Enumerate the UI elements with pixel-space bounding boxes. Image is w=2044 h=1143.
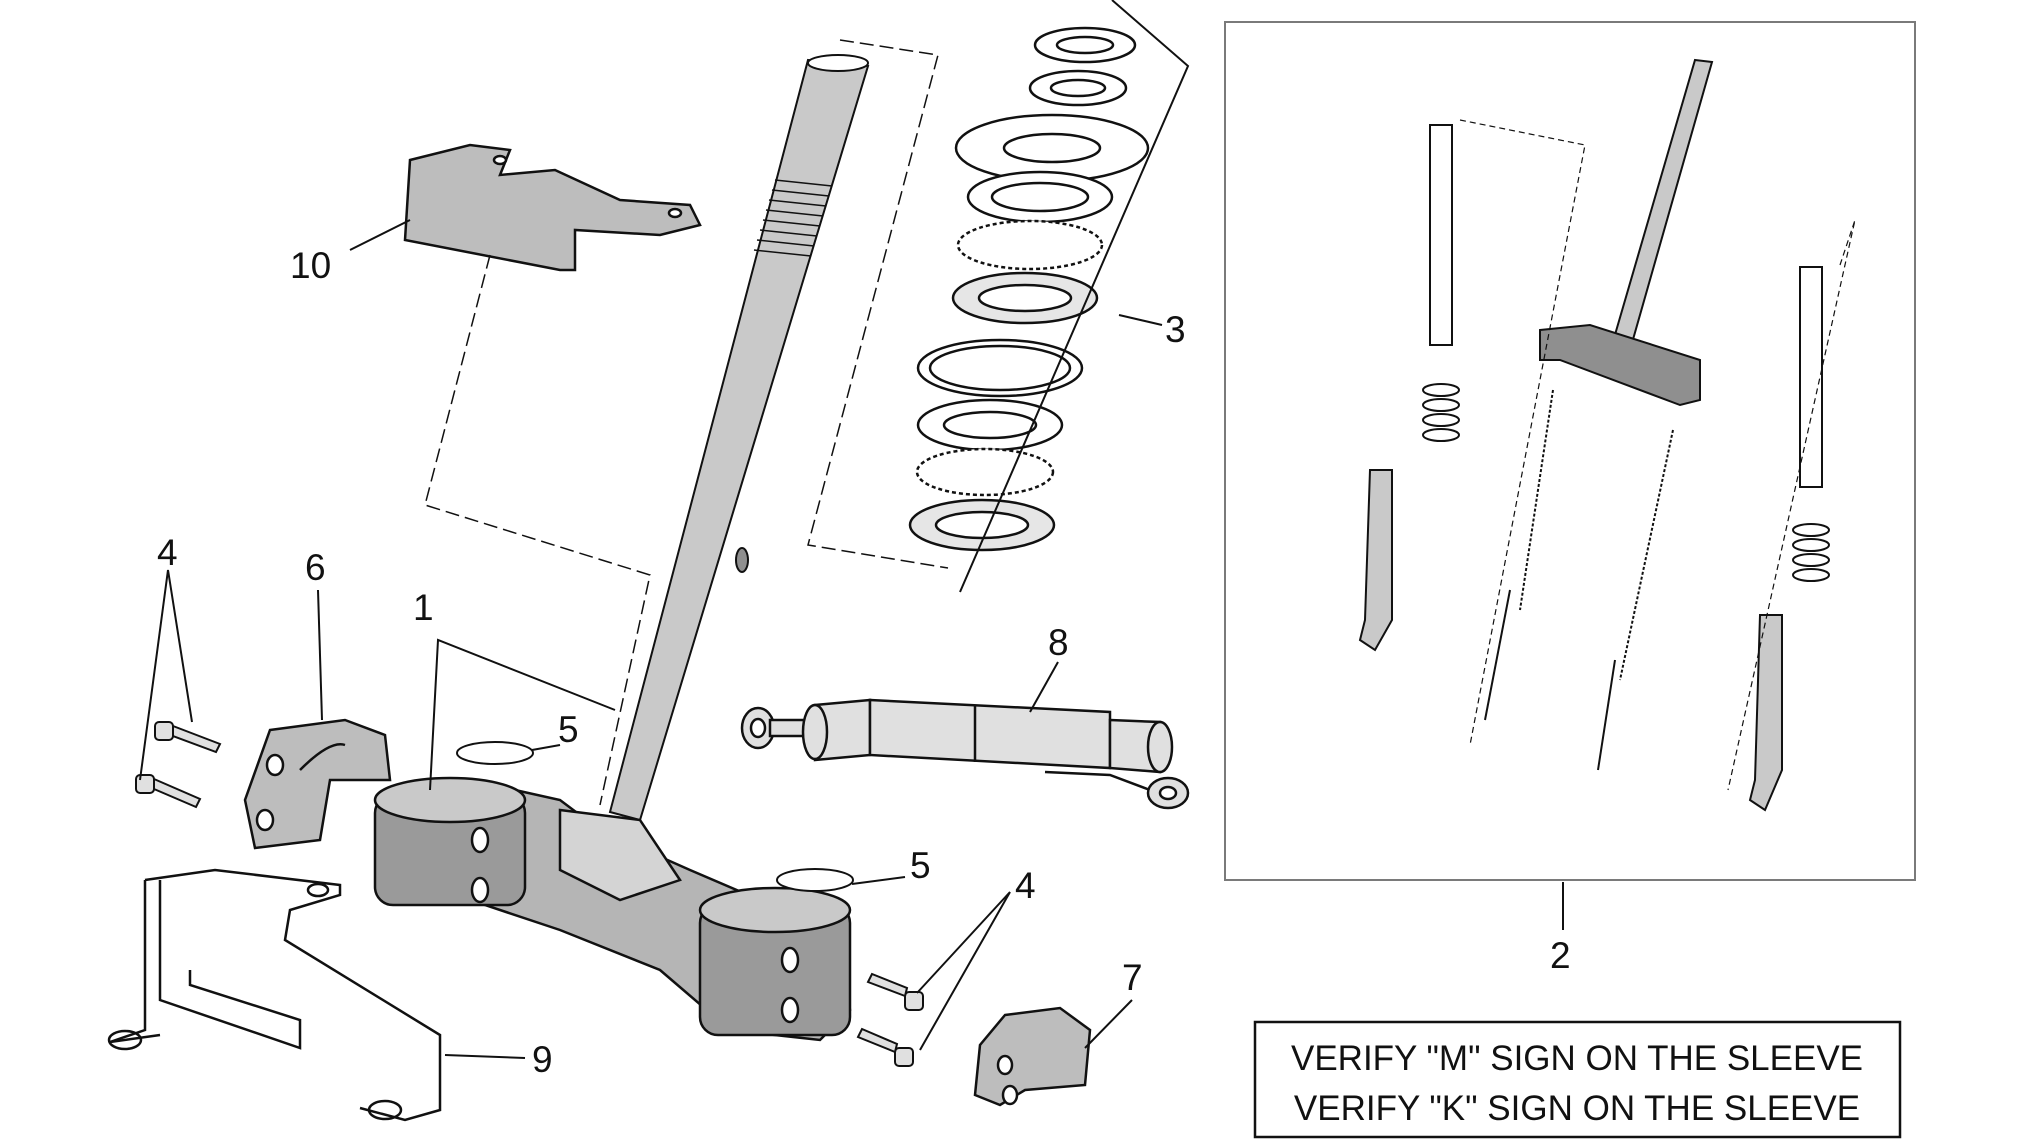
callout-1: 1 bbox=[413, 587, 434, 628]
bracket-right bbox=[973, 1006, 1092, 1107]
callout-4-right: 4 bbox=[1015, 865, 1036, 906]
bracket-right-leader bbox=[1084, 999, 1133, 1049]
bracket-left-leader bbox=[317, 589, 323, 721]
clamp-leader bbox=[429, 638, 616, 791]
callout-10: 10 bbox=[290, 245, 331, 286]
callout-5-upper: 5 bbox=[558, 709, 579, 750]
callout-9: 9 bbox=[532, 1039, 553, 1080]
bolt-leaders bbox=[139, 569, 1011, 1051]
bearing-kit bbox=[908, 26, 1150, 552]
callout-4-left: 4 bbox=[157, 532, 178, 573]
callout-3: 3 bbox=[1165, 309, 1186, 350]
callout-5-lower: 5 bbox=[910, 845, 931, 886]
callout-8: 8 bbox=[1048, 622, 1069, 663]
mounting-frame bbox=[107, 868, 442, 1122]
steering-stem-tube bbox=[608, 54, 870, 822]
bracket-left bbox=[243, 718, 392, 850]
callout-2: 2 bbox=[1550, 935, 1571, 976]
bearing-kit-leader bbox=[959, 0, 1190, 593]
notice-line-1: VERIFY "M" SIGN ON THE SLEEVE bbox=[1291, 1039, 1863, 1078]
o-rings bbox=[456, 741, 854, 892]
assembly-guides bbox=[424, 254, 651, 806]
mounting-frame-leader bbox=[444, 1054, 526, 1059]
steering-damper bbox=[740, 698, 1190, 810]
stop-plate-leader bbox=[349, 219, 411, 251]
damper-leader bbox=[1029, 661, 1059, 713]
o-ring-leaders bbox=[531, 744, 906, 885]
notice-box bbox=[1253, 1020, 1902, 1139]
stop-plate bbox=[403, 143, 702, 272]
notice-line-2: VERIFY "K" SIGN ON THE SLEEVE bbox=[1294, 1089, 1860, 1128]
callout-6: 6 bbox=[305, 547, 326, 588]
bolts bbox=[135, 721, 924, 1067]
triple-clamp bbox=[373, 776, 852, 1042]
callout-7: 7 bbox=[1122, 957, 1143, 998]
fork-assembly bbox=[1358, 58, 1856, 812]
bearing-kit-bracket bbox=[807, 39, 949, 569]
